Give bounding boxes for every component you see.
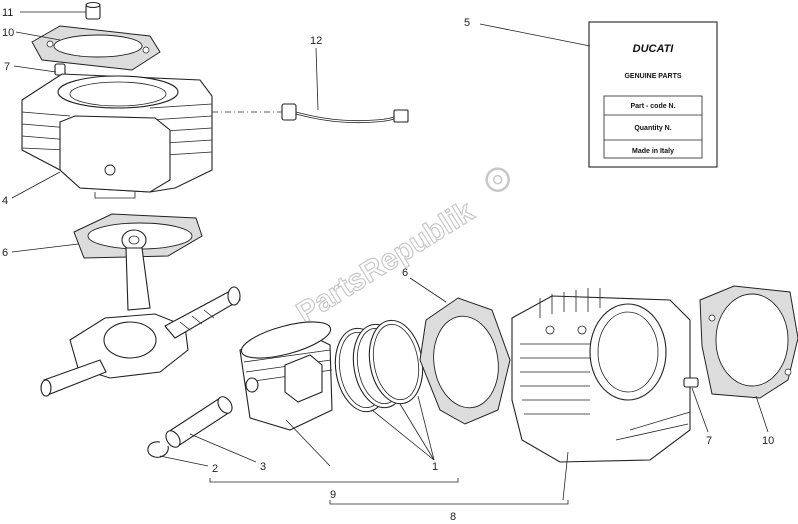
- callout-7-top: 7: [4, 61, 10, 73]
- callout-4: 4: [2, 195, 8, 207]
- callout-7-right: 7: [706, 435, 712, 447]
- callout-6-right: 6: [402, 267, 408, 279]
- part-4-cylinder: [21, 73, 213, 199]
- part-2-circlip: [147, 441, 169, 458]
- callout-labels: 11 10 7 4 6 12 5 6 2 3 1 7 10 9 8: [2, 7, 774, 523]
- part-6-base-gasket-right: [419, 297, 511, 425]
- part-10-head-gasket-right: [699, 285, 798, 399]
- callout-9: 9: [330, 489, 336, 501]
- callout-12: 12: [310, 35, 322, 47]
- callout-11: 11: [2, 7, 13, 19]
- part-12-temperature-sensor: [212, 103, 409, 124]
- piston: [239, 321, 333, 431]
- part-7-dowel-top: [54, 63, 66, 76]
- callout-10-right: 10: [762, 435, 774, 447]
- part-8-cylinder-right: [511, 288, 691, 463]
- card-made-in: Made in Italy: [632, 148, 674, 155]
- watermark: PartsRepublik: [290, 167, 510, 330]
- callout-2: 2: [212, 463, 218, 475]
- gear-icon: [485, 167, 510, 192]
- callout-3: 3: [260, 461, 266, 473]
- part-1-piston-rings: [334, 319, 424, 413]
- part-3-piston-pin: [165, 396, 233, 448]
- part-5-genuine-parts-card: DUCATI GENUINE PARTS Part - code N. Quan…: [588, 21, 718, 168]
- part-10-head-gasket-top: [31, 25, 161, 71]
- callout-8: 8: [450, 511, 456, 523]
- part-7-dowel-right: [683, 377, 699, 388]
- card-quantity: Quantity N.: [634, 125, 671, 132]
- card-subtitle: GENUINE PARTS: [624, 73, 681, 80]
- callout-5: 5: [464, 17, 470, 29]
- part-11-bush: [85, 1, 101, 20]
- callout-10-top: 10: [2, 27, 14, 39]
- crankshaft-assembly: [40, 229, 241, 397]
- callout-1: 1: [432, 461, 438, 473]
- callout-6-left: 6: [2, 247, 8, 259]
- card-brand: DUCATI: [633, 43, 675, 55]
- card-part-code: Part - code N.: [630, 103, 675, 110]
- leader-lines: [11, 11, 769, 505]
